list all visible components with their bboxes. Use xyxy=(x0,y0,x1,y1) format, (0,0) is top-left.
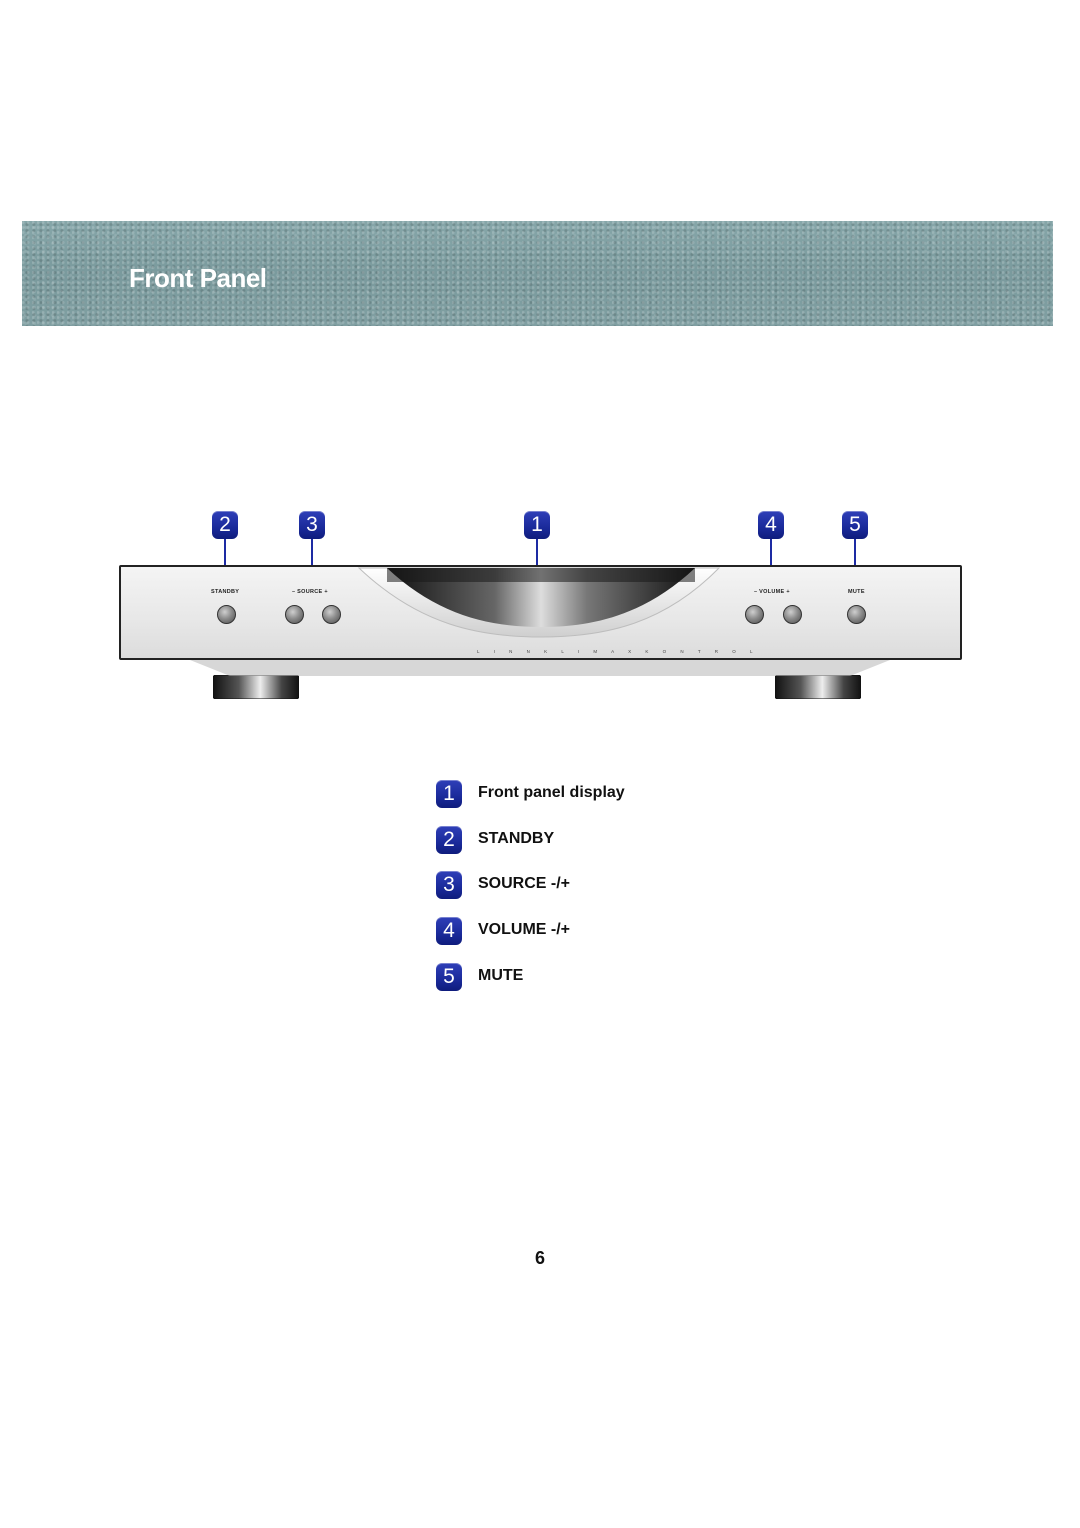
device-foot-left xyxy=(213,675,299,699)
callout-badge-display: 1 xyxy=(524,511,550,539)
volume-minus-knob xyxy=(745,605,764,624)
device-illustration: STANDBY – SOURCE + – VOLUME + MUTE L I N… xyxy=(119,565,962,660)
callout-badge-standby: 2 xyxy=(212,511,238,539)
source-label: – SOURCE + xyxy=(292,589,328,595)
display-window-graphic xyxy=(357,567,721,638)
callout-badge-source: 3 xyxy=(299,511,325,539)
callout-line-standby xyxy=(224,539,226,579)
brand-engraving: L I N N K L I M A X K O N T R O L xyxy=(477,649,760,654)
section-title: Front Panel xyxy=(129,263,267,293)
callout-badge-volume: 4 xyxy=(758,511,784,539)
legend-badge-4: 4 xyxy=(436,917,462,945)
callout-line-source xyxy=(311,539,313,579)
legend-badge-2: 2 xyxy=(436,826,462,854)
source-minus-knob xyxy=(285,605,304,624)
device-foot-right xyxy=(775,675,861,699)
source-plus-knob xyxy=(322,605,341,624)
section-header-band: Front Panel xyxy=(22,221,1053,326)
legend-label-3: SOURCE -/+ xyxy=(478,875,571,892)
mute-knob xyxy=(847,605,866,624)
legend-label-5: MUTE xyxy=(478,967,524,984)
legend-label-2: STANDBY xyxy=(478,830,555,847)
mute-label: MUTE xyxy=(848,589,865,595)
page-number: 6 xyxy=(534,1248,545,1268)
callout-line-volume xyxy=(770,539,772,579)
standby-label: STANDBY xyxy=(211,589,240,595)
legend-badge-1: 1 xyxy=(436,780,462,808)
standby-knob xyxy=(217,605,236,624)
callout-line-mute xyxy=(854,539,856,579)
callout-badge-mute: 5 xyxy=(842,511,868,539)
legend-badge-5: 5 xyxy=(436,963,462,991)
volume-plus-knob xyxy=(783,605,802,624)
device-base-shadow xyxy=(190,660,890,676)
legend-label-4: VOLUME -/+ xyxy=(478,921,571,938)
legend-badge-3: 3 xyxy=(436,871,462,899)
legend-label-1: Front panel display xyxy=(478,784,625,801)
callout-line-display xyxy=(536,539,538,579)
volume-label: – VOLUME + xyxy=(754,589,790,595)
